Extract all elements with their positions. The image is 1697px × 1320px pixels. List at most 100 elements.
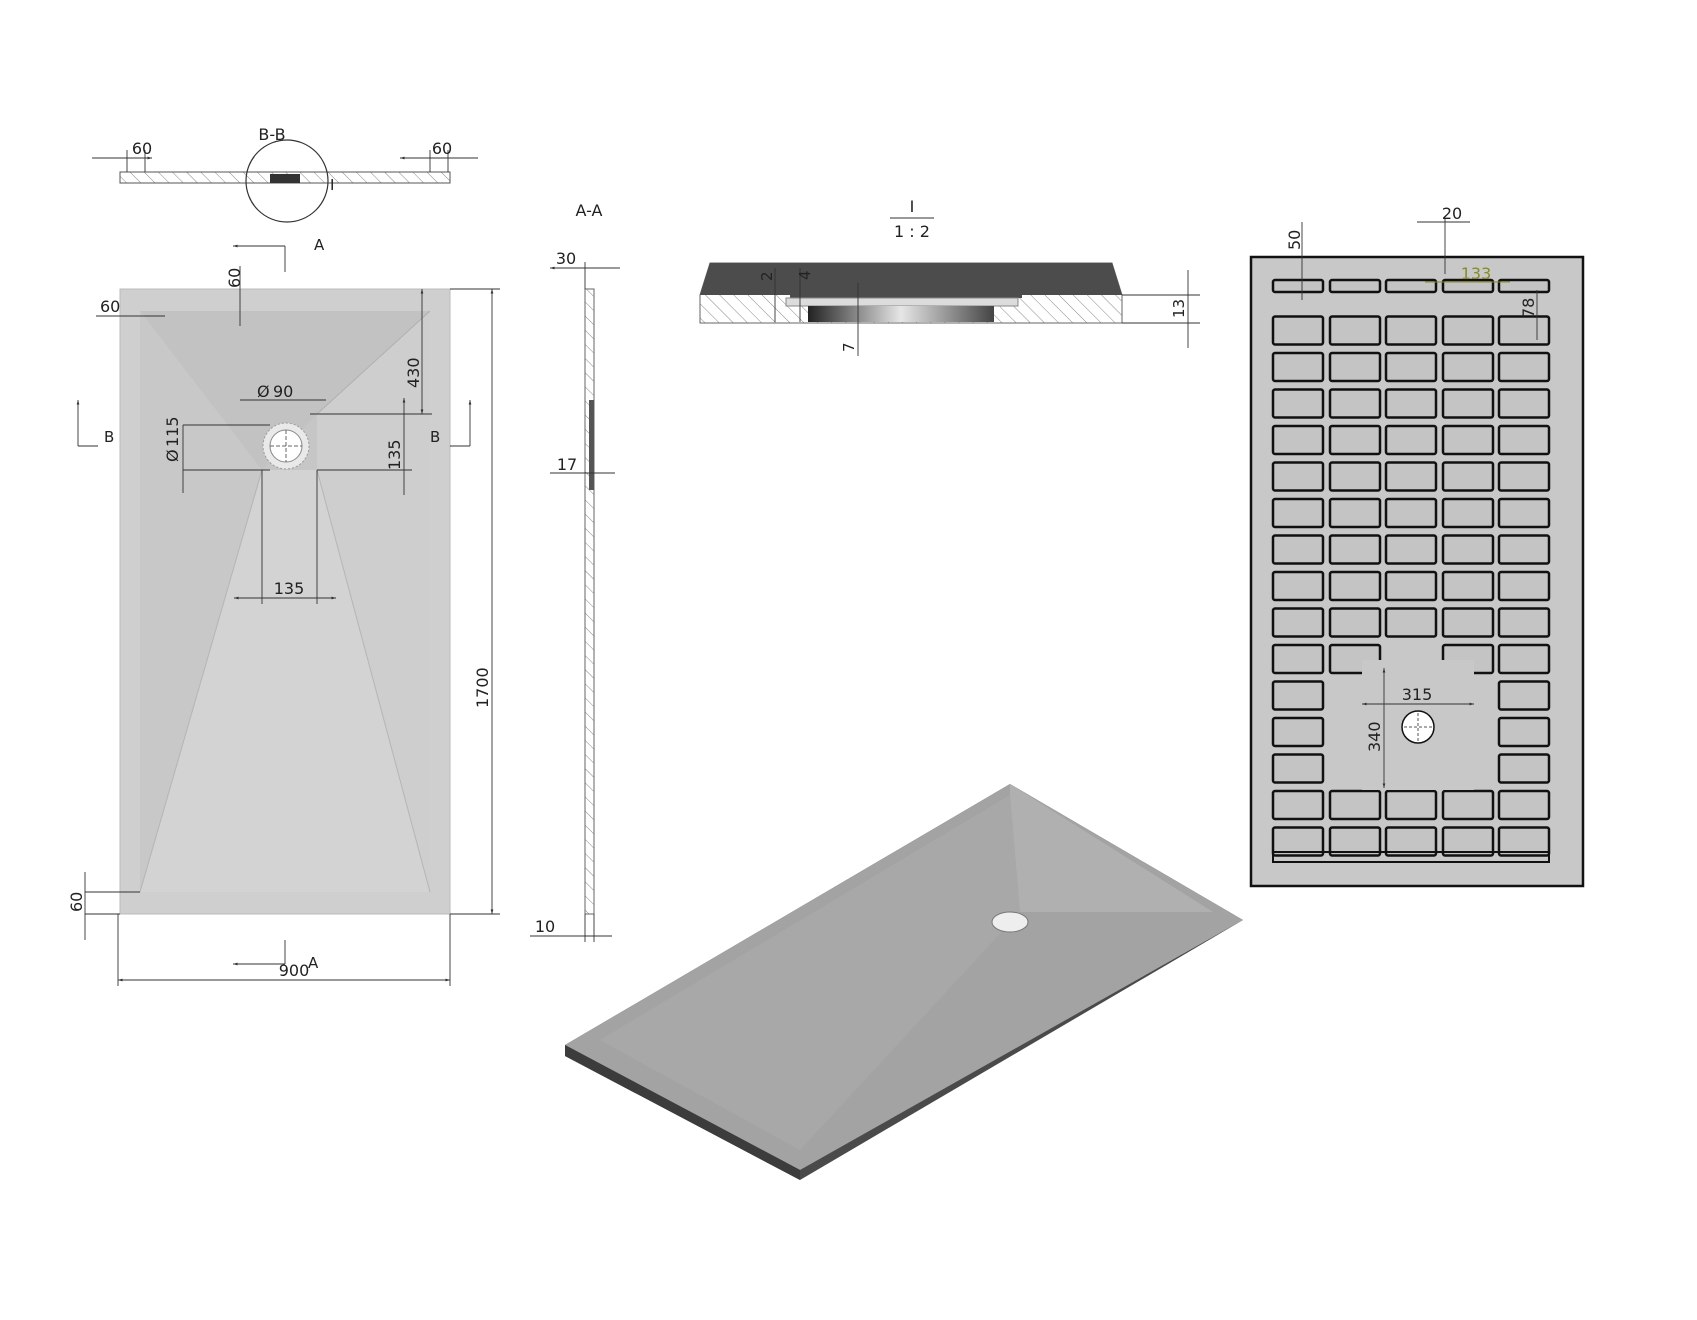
rib-cell [1497, 278, 1551, 294]
dim-diameter-symbol-1: Ø [257, 382, 270, 401]
rib-cell [1328, 570, 1382, 602]
rib-cell [1497, 570, 1551, 602]
rib-cell [1328, 607, 1382, 638]
section-a-top-label: A [314, 236, 325, 254]
rib-cell [1271, 789, 1325, 821]
rib-cell [1271, 826, 1325, 857]
dim-1700: 1700 [473, 667, 492, 708]
rib-cell [1497, 643, 1551, 675]
detail-circle [245, 139, 329, 223]
section-bb-drain [270, 174, 300, 183]
dim-133: 133 [1461, 264, 1492, 283]
dim-430: 430 [404, 357, 423, 388]
facet-edge-2 [139, 469, 263, 893]
dim-60-top: 60 [225, 268, 244, 288]
drain-hole [1401, 710, 1435, 744]
dim-900: 900 [279, 961, 310, 980]
rib-cell [1271, 388, 1325, 419]
detail-i-scale: 1 : 2 [894, 222, 930, 241]
rib-cell [1271, 351, 1325, 383]
rib-cell [1384, 789, 1438, 821]
detail-i-drain [808, 306, 994, 322]
rib-cell [1441, 534, 1495, 565]
rib-cell [1497, 534, 1551, 565]
detail-i-top-surface [700, 263, 1122, 298]
rib-cell [1328, 424, 1382, 456]
rib-cell [1384, 570, 1438, 602]
rib-cell [1497, 789, 1551, 821]
dim-78: 78 [1519, 298, 1538, 318]
rib-cell [1328, 351, 1382, 383]
rib-cell [1441, 424, 1495, 456]
section-bb-view: B-B I 60 60 [92, 125, 478, 223]
rib-cell [1328, 315, 1382, 346]
rib-cell [1441, 497, 1495, 529]
dim-30: 30 [556, 249, 576, 268]
section-b-right-label: B [430, 428, 440, 446]
view-direction-arrow [76, 400, 98, 447]
rib-cell [1384, 278, 1438, 294]
dim-20: 20 [1442, 204, 1462, 223]
dim-60-left: 60 [100, 297, 120, 316]
facet-top [140, 311, 430, 470]
rib-cell [1384, 534, 1438, 565]
rib-cell [1384, 826, 1438, 857]
rib-cell [1271, 680, 1325, 711]
rib-cell [1497, 388, 1551, 419]
rib-cell [1441, 789, 1495, 821]
dim-135-horizontal: 135 [274, 579, 305, 598]
rib-cell [1271, 315, 1325, 346]
rib-cell [1441, 826, 1495, 857]
section-a-bottom-label: A [308, 954, 319, 972]
rib-cell [1328, 461, 1382, 492]
section-b-left-label: B [104, 428, 114, 446]
rib-cell [1497, 461, 1551, 492]
rib-cell [1271, 424, 1325, 456]
dim-60-bottom: 60 [67, 892, 86, 912]
rib-cell [1497, 716, 1551, 748]
view-direction-arrow [233, 940, 286, 966]
facet-left [140, 311, 262, 892]
dim-50: 50 [1285, 230, 1304, 250]
rib-cell [1497, 753, 1551, 784]
rib-cell [1384, 497, 1438, 529]
rib-cell [1497, 424, 1551, 456]
drain-hole [991, 911, 1029, 933]
rib-cell [1271, 570, 1325, 602]
top-view: A 60 60 Ø 90 Ø 115 43 [67, 236, 500, 986]
rib-cell [1328, 789, 1382, 821]
rib-cell [1384, 351, 1438, 383]
view-direction-arrow [450, 400, 472, 447]
facet-bottom [140, 470, 430, 892]
rib-cell [1497, 607, 1551, 638]
dim-d115: 115 [163, 416, 182, 447]
iso-facet-1 [1010, 784, 1213, 912]
facet-edge-3 [316, 469, 431, 893]
rib-cell [1441, 607, 1495, 638]
rib-cell [1271, 534, 1325, 565]
rib-cell [1271, 497, 1325, 529]
rib-cell [1271, 753, 1325, 784]
detail-i-view: I 1 : 2 2 4 7 13 [699, 197, 1200, 356]
rib-cell [1328, 278, 1382, 294]
rib-cell [1271, 716, 1325, 748]
rib-cell [1441, 351, 1495, 383]
iso-front-edge [565, 1045, 800, 1180]
rib-cell [1328, 534, 1382, 565]
bottom-view-rib-grid [1271, 278, 1551, 863]
rib-cell [1328, 826, 1382, 857]
dim-17: 17 [557, 455, 577, 474]
section-aa-profile [584, 288, 595, 915]
rib-cell [1497, 680, 1551, 711]
rib-bottom-strip [1272, 851, 1550, 863]
rib-cell [1328, 497, 1382, 529]
rib-cell [1497, 497, 1551, 529]
rib-cell [1441, 570, 1495, 602]
rib-cell [1441, 388, 1495, 419]
rib-cell [1328, 388, 1382, 419]
bottom-view: 50 20 133 78 315 340 [1249, 204, 1585, 888]
rib-cell [1497, 315, 1551, 346]
bb-dim-right: 60 [432, 139, 452, 158]
dim-315: 315 [1402, 685, 1433, 704]
